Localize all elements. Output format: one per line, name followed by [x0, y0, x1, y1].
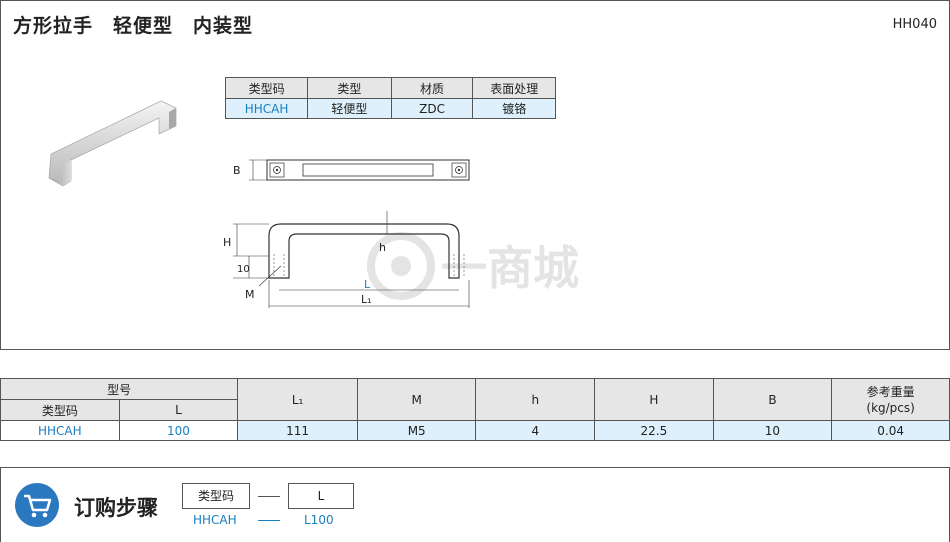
dims-cell-m: M5 — [356, 420, 477, 441]
product-image — [48, 100, 177, 187]
cart-icon — [15, 483, 59, 527]
spec-header-cell: 类型 — [307, 77, 392, 99]
dims-header-l1: L₁ — [237, 378, 358, 421]
order-box-l: L — [288, 483, 354, 509]
dims-group-header: 型号 — [0, 378, 239, 400]
order-value-type-code: HHCAH — [193, 513, 237, 527]
dims-subheader-type: 类型码 — [0, 399, 120, 421]
page-title: 方形拉手 轻便型 内装型 — [13, 15, 254, 37]
spec-header-row: 类型码 类型 材质 表面处理 — [224, 77, 556, 99]
spec-header-cell: 表面处理 — [472, 77, 556, 99]
spec-table: 类型码 类型 材质 表面处理 HHCAH 轻便型 ZDC 镀铬 — [224, 77, 556, 119]
dims-cell-h: 22.5 — [594, 420, 714, 441]
dims-cell-type: HHCAH — [0, 420, 120, 441]
dims-cell-weight: 0.04 — [831, 420, 950, 441]
product-code: HH040 — [892, 17, 937, 32]
dimension-table: 型号 L₁ M h H B 参考重量 (kg/pcs) 类型码 L HHCAH … — [0, 378, 950, 441]
spec-cell: 镀铬 — [472, 98, 556, 119]
dims-cell-l1: 111 — [237, 420, 358, 441]
front-view-drawing: H 10 h M L L₁ — [223, 211, 470, 308]
dims-cell-b: 10 — [712, 420, 833, 441]
spec-header-cell: 类型码 — [224, 77, 309, 99]
spec-cell: 轻便型 — [307, 98, 392, 119]
dim-label-m: M — [245, 288, 255, 301]
dim-label-b: B — [233, 164, 241, 177]
order-value-connector — [258, 520, 280, 521]
order-connector — [258, 496, 280, 497]
order-value-l: L100 — [304, 513, 334, 527]
spec-cell: ZDC — [390, 98, 474, 119]
dims-header-h: H — [594, 378, 714, 421]
dims-header-m: M — [356, 378, 477, 421]
order-box-type-code: 类型码 — [182, 483, 250, 509]
dim-label-h-lower: h — [379, 241, 386, 254]
spec-data-row: HHCAH 轻便型 ZDC 镀铬 — [224, 98, 556, 119]
dims-header-h-small: h — [475, 378, 596, 421]
spec-cell: HHCAH — [224, 98, 309, 119]
dims-cell-h-small: 4 — [475, 420, 596, 441]
dims-header-weight: 参考重量 (kg/pcs) — [831, 378, 950, 421]
dims-cell-l: 100 — [118, 420, 239, 441]
dim-label-h-upper: H — [223, 236, 231, 249]
dims-data-row: HHCAH 100 111 M5 4 22.5 10 0.04 — [0, 420, 950, 441]
dim-label-l: L — [364, 278, 371, 291]
dim-label-ten: 10 — [237, 264, 250, 275]
top-view-drawing: B — [233, 159, 470, 181]
dims-header-b: B — [712, 378, 833, 421]
spec-header-cell: 材质 — [390, 77, 474, 99]
weight-header-line2: (kg/pcs) — [866, 400, 915, 415]
dims-header-row: 型号 L₁ M h H B 参考重量 (kg/pcs) — [0, 378, 950, 421]
order-title: 订购步骤 — [74, 496, 158, 520]
dim-label-l1: L₁ — [361, 293, 372, 306]
weight-header-line1: 参考重量 — [866, 384, 915, 399]
dims-subheader-l: L — [118, 399, 239, 421]
product-panel: 方形拉手 轻便型 内装型 HH040 类型码 类型 材质 表面处理 HHCAH … — [0, 0, 950, 350]
